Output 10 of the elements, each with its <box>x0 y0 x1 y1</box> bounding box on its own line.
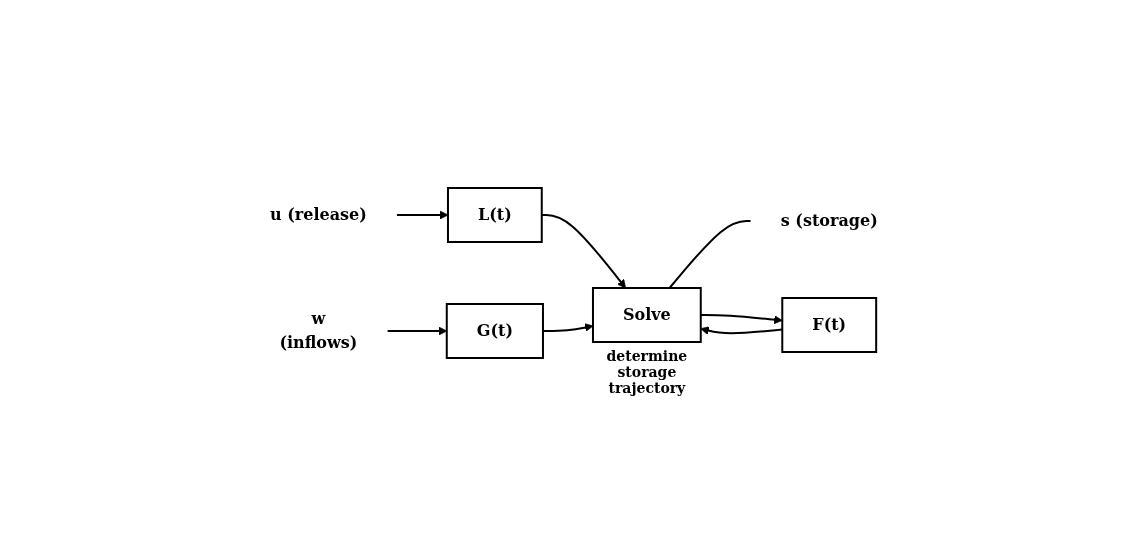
node-text: u (release) <box>270 204 367 224</box>
node-box: F(t) <box>781 296 878 353</box>
connector <box>668 219 752 289</box>
node-box: Solve <box>592 286 702 343</box>
arrow <box>395 210 449 219</box>
annotation-text: determine storage trajectory <box>605 347 689 396</box>
node-box: G(t) <box>445 302 545 359</box>
node-text: s (storage) <box>780 210 878 230</box>
node-box: L(t) <box>447 186 543 243</box>
node-text: w (inflows) <box>279 308 358 352</box>
